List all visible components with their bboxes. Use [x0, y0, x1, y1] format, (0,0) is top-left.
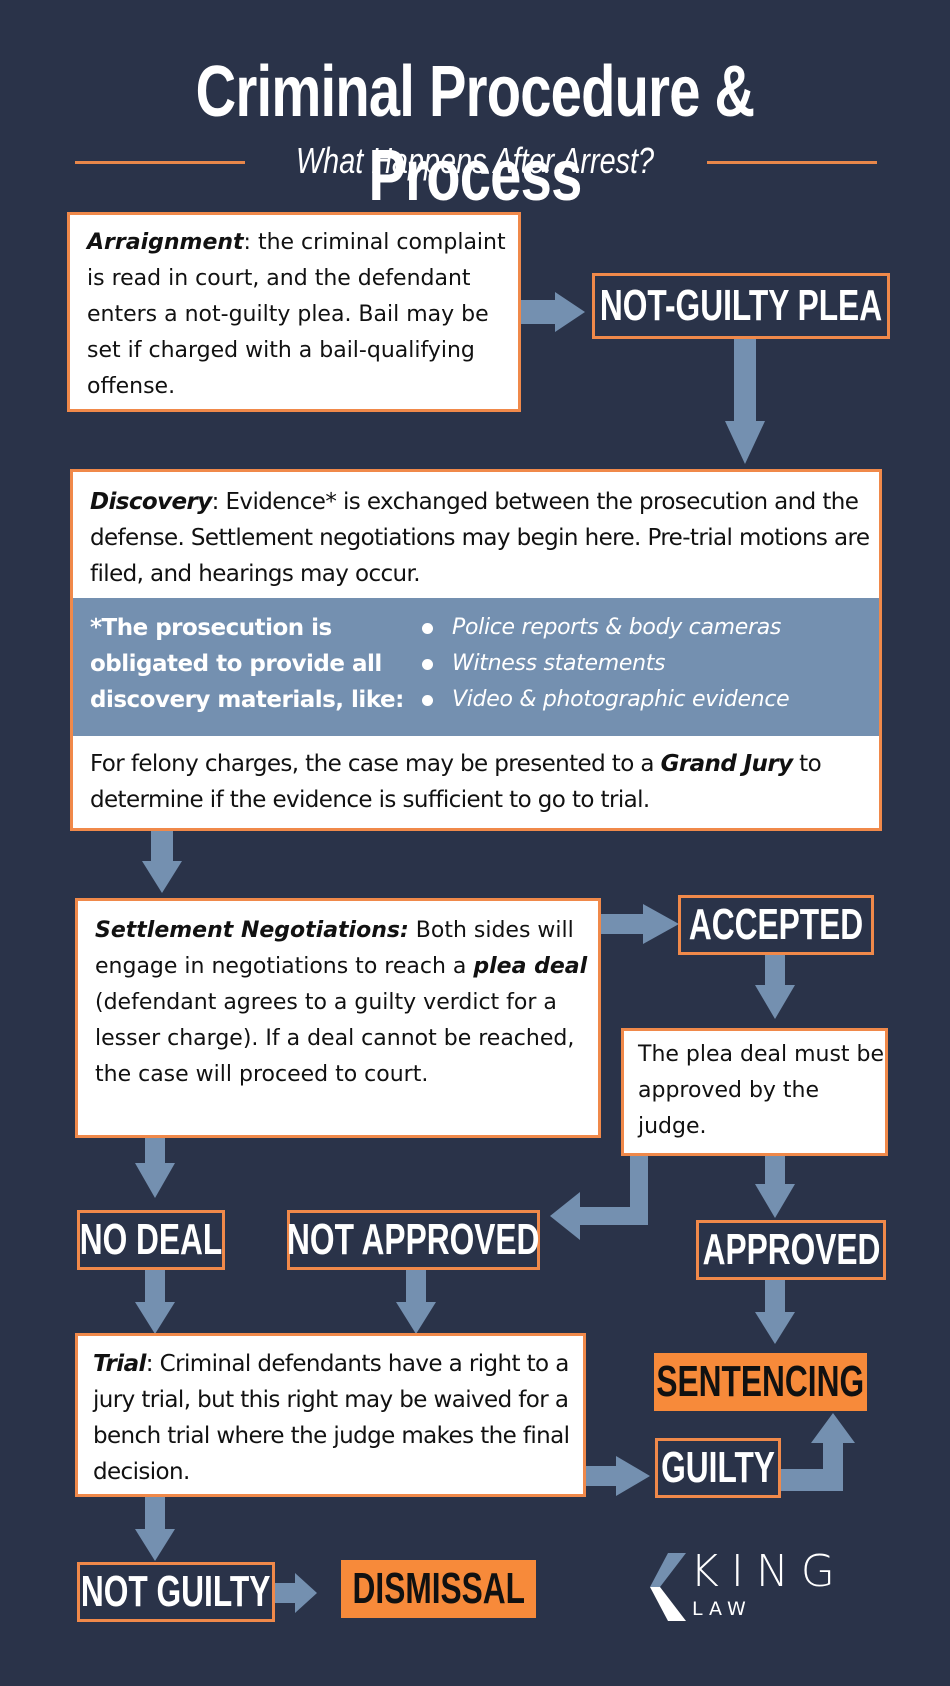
arrow-down-icon	[755, 955, 795, 1019]
trial-box: Trial: Criminal defendants have a right …	[75, 1333, 586, 1497]
no-deal-label: NO DEAL	[77, 1210, 225, 1270]
arrow-elbow-left-icon	[550, 1156, 648, 1240]
arraignment-box: Arraignment: the criminal complaint is r…	[67, 212, 521, 412]
judge-approval-box: The plea deal must be approved by the ju…	[621, 1028, 888, 1156]
settlement-term: Settlement Negotiations:	[95, 918, 409, 943]
grand-jury-text-post: to determine if the evidence is sufficie…	[90, 751, 822, 813]
grand-jury-text-pre: For felony charges, the case may be pres…	[90, 751, 661, 777]
arrow-right-icon	[521, 292, 585, 332]
chevron-logo-icon	[650, 1553, 686, 1621]
sentencing-label: SENTENCING	[654, 1353, 867, 1411]
logo-sub: LAW	[692, 1598, 752, 1620]
page-title: Criminal Procedure & Process	[195, 52, 755, 216]
settlement-text-1: Both sides will engage in negotiations t…	[95, 918, 574, 979]
arrow-down-icon	[135, 1138, 175, 1198]
material-item: Police reports & body cameras	[420, 610, 789, 646]
arrow-elbow-up-icon	[781, 1413, 855, 1491]
trial-text: : Criminal defendants have a right to a …	[93, 1351, 570, 1485]
arrow-down-icon	[135, 1270, 175, 1334]
discovery-footnote: *The prosecution is obligated to provide…	[90, 615, 404, 713]
arrow-right-icon	[275, 1573, 317, 1613]
grand-jury-term: Grand Jury	[660, 751, 793, 777]
settlement-box: Settlement Negotiations: Both sides will…	[75, 898, 601, 1138]
arraignment-term: Arraignment	[87, 230, 244, 255]
arrow-right-icon	[586, 1456, 650, 1496]
judge-approval-text: The plea deal must be approved by the ju…	[638, 1042, 885, 1139]
arrow-down-icon	[142, 831, 182, 893]
arrow-right-icon	[601, 904, 679, 944]
arrow-down-icon	[755, 1156, 795, 1218]
subtitle-rule-left	[75, 161, 245, 164]
page-subtitle: What Happens After Arrest?	[295, 140, 655, 181]
discovery-text: : Evidence* is exchanged between the pro…	[90, 489, 870, 587]
discovery-materials-band: *The prosecution is obligated to provide…	[73, 598, 879, 736]
dismissal-label: DISMISSAL	[341, 1560, 536, 1618]
material-item: Video & photographic evidence	[420, 682, 790, 718]
discovery-box: Discovery: Evidence* is exchanged betwee…	[70, 469, 882, 831]
material-item: Witness statements	[420, 646, 789, 682]
arrow-down-icon	[135, 1497, 175, 1561]
not-approved-label: NOT APPROVED	[287, 1210, 540, 1270]
plea-deal-term: plea deal	[473, 954, 588, 979]
not-guilty-plea-label: NOT-GUILTY PLEA	[592, 273, 890, 339]
trial-term: Trial	[93, 1351, 146, 1377]
approved-label: APPROVED	[696, 1220, 886, 1280]
arrow-down-icon	[396, 1270, 436, 1334]
discovery-term: Discovery	[90, 489, 212, 515]
guilty-label: GUILTY	[655, 1438, 781, 1498]
arrow-down-icon	[725, 339, 765, 464]
accepted-label: ACCEPTED	[678, 895, 874, 955]
settlement-text-2: (defendant agrees to a guilty verdict fo…	[95, 990, 575, 1087]
not-guilty-label: NOT GUILTY	[77, 1562, 275, 1622]
subtitle-rule-right	[707, 161, 877, 164]
arraignment-text: : the criminal complaint is read in cour…	[87, 230, 506, 399]
arrow-down-icon	[755, 1280, 795, 1344]
king-law-logo: KING LAW	[650, 1547, 880, 1623]
logo-name: KING	[690, 1546, 847, 1597]
discovery-materials-list: Police reports & body cameras Witness st…	[420, 610, 790, 736]
